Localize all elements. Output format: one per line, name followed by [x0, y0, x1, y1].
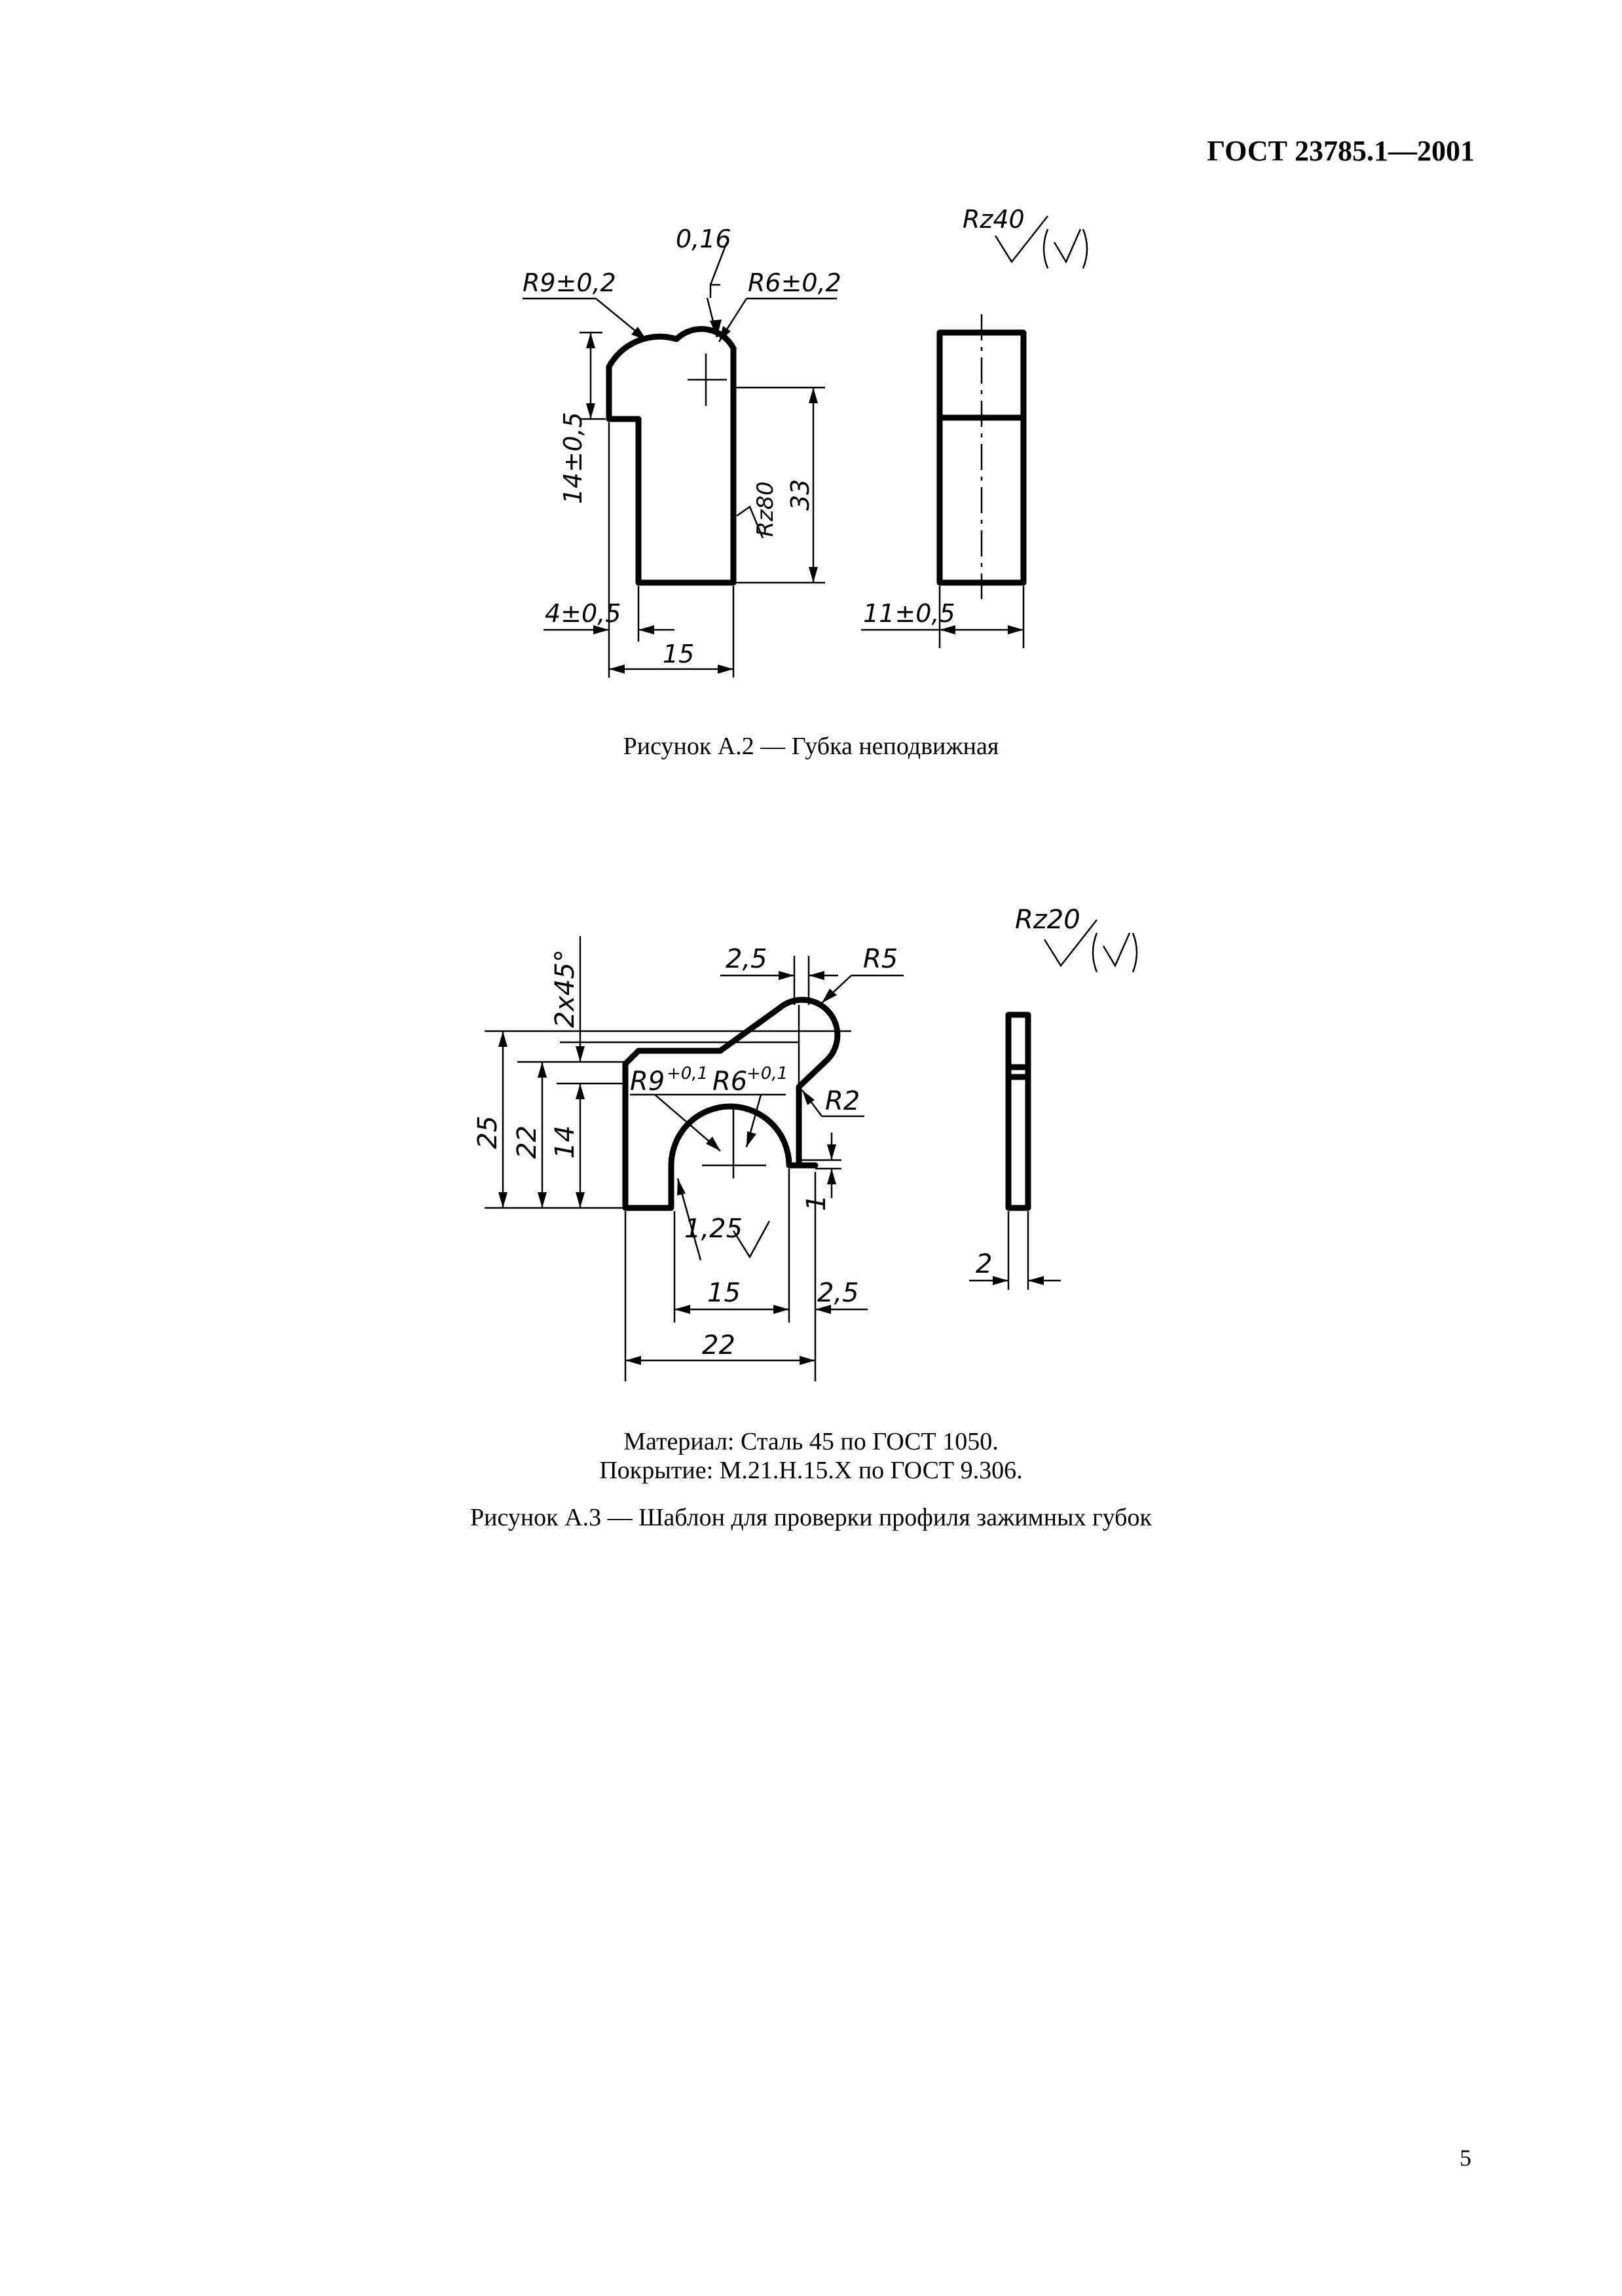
figure-a3-notes: Материал: Сталь 45 по ГОСТ 1050. Покрыти… — [0, 1427, 1622, 1485]
dim-bottom-25: 2,5 — [817, 1278, 859, 1308]
dim-25: 25 — [473, 1116, 503, 1149]
dim-rz20: Rz20 — [1015, 905, 1080, 935]
dim-r6: R6±0,2 — [748, 268, 841, 297]
material-note: Материал: Сталь 45 по ГОСТ 1050. — [623, 1428, 999, 1455]
dim-r6-tol: +0,1 — [746, 1064, 788, 1084]
coating-note: Покрытие: М.21.Н.15.Х по ГОСТ 9.306. — [599, 1457, 1023, 1484]
figure-a3-drawing: 25 22 14 2x45° 2,5 R5 R9 +0,1 R6 +0,1 R2… — [473, 905, 1138, 1381]
dim-rz80: Rz80 — [752, 481, 779, 537]
dim-tolerance-016: 0,16 — [676, 225, 731, 253]
dim-14: 14 — [550, 1125, 580, 1159]
dim-thickness-2: 2 — [976, 1249, 992, 1279]
dim-r9: R9 — [630, 1066, 665, 1097]
dim-height-14: 14±0,5 — [559, 412, 587, 504]
dim-rz40: Rz40 — [963, 205, 1025, 234]
dim-width-15: 15 — [663, 640, 694, 668]
dim-rough-125: 1,25 — [684, 1214, 743, 1244]
dim-r9-tol: +0,1 — [667, 1064, 708, 1084]
template-side-view — [1005, 1011, 1031, 1211]
dim-height-33: 33 — [786, 479, 815, 511]
dim-22-vertical: 22 — [512, 1125, 542, 1159]
dim-top-25: 2,5 — [726, 944, 767, 974]
jaw-front-contour — [606, 326, 737, 586]
page-number: 5 — [1460, 2145, 1471, 2171]
dim-thickness-11: 11±0,5 — [863, 599, 955, 628]
dim-22-horizontal: 22 — [702, 1330, 735, 1360]
dim-r6: R6 — [712, 1066, 747, 1097]
dim-r9: R9±0,2 — [523, 268, 616, 297]
dim-15: 15 — [707, 1278, 741, 1308]
document-header: ГОСТ 23785.1—2001 — [1207, 135, 1475, 167]
figure-a3-caption: Рисунок А.3 — Шаблон для проверки профил… — [470, 1504, 1152, 1531]
dim-r5: R5 — [863, 944, 898, 974]
dim-chamfer: 2x45° — [550, 949, 580, 1028]
figure-a2-drawing: 0,16 R9±0,2 R6±0,2 14±0,5 33 Rz80 4±0,5 … — [523, 205, 1088, 678]
dim-1: 1 — [802, 1195, 832, 1211]
figure-a2-caption: Рисунок А.2 — Губка неподвижная — [623, 733, 999, 760]
dim-width-4: 4±0,5 — [545, 599, 621, 628]
dim-r2: R2 — [825, 1086, 860, 1116]
